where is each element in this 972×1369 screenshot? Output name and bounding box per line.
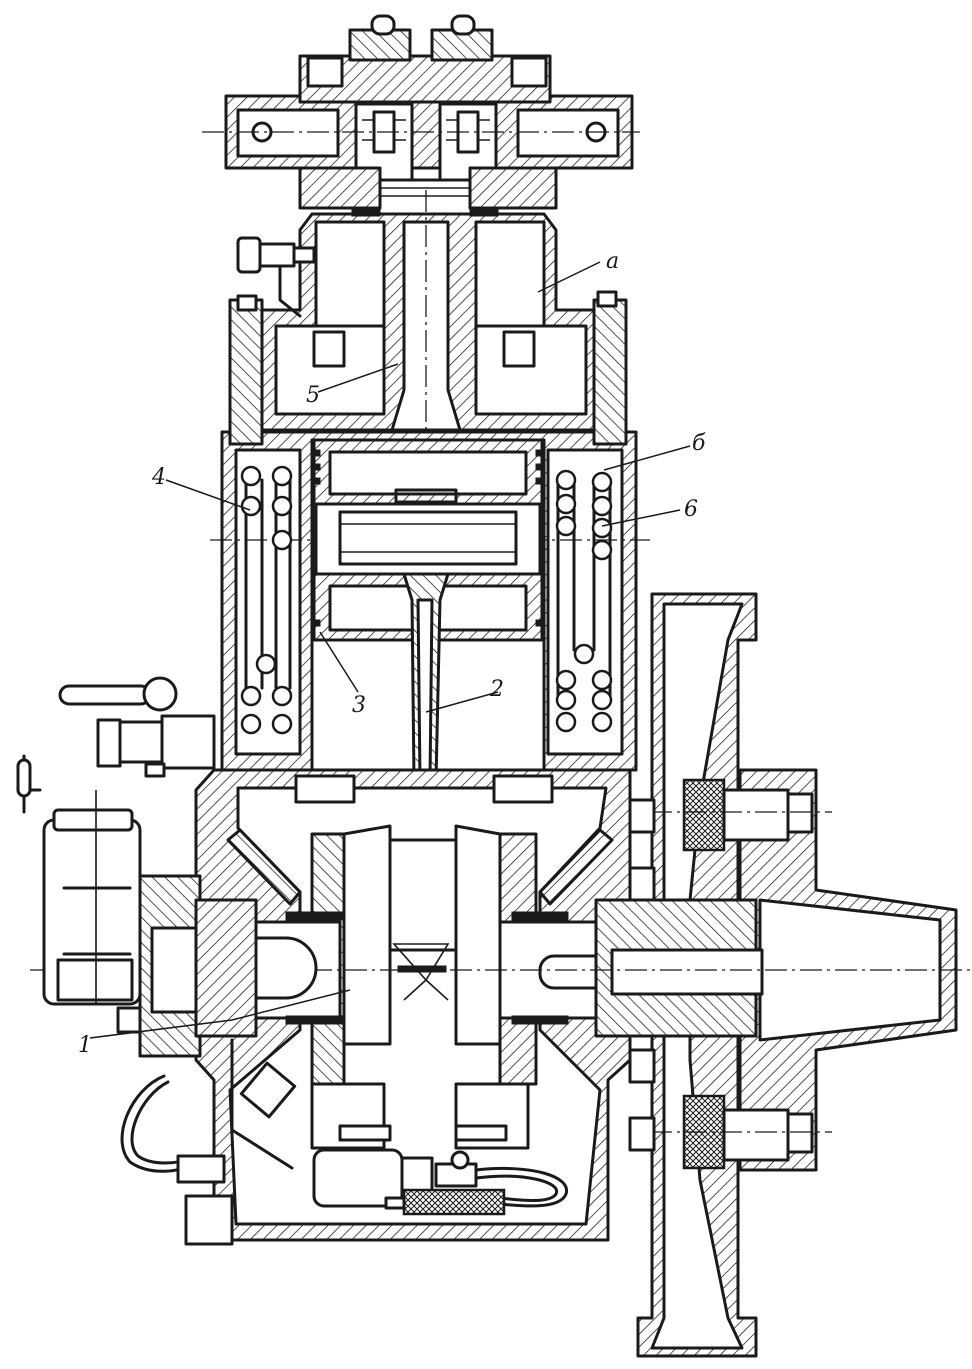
cooling-coil-right: [555, 469, 613, 733]
oil-filter-bottom: [312, 1148, 568, 1216]
oil-fitting-top-left: [236, 236, 316, 318]
label-1: 1: [78, 1033, 92, 1058]
label-3: 3: [352, 693, 366, 718]
label-b: б: [692, 431, 706, 456]
flywheel-pulley: [30, 592, 972, 1358]
drain-valve: [58, 676, 216, 778]
connecting-rod: [402, 572, 450, 822]
flange-bolts: [116, 798, 656, 1152]
piston: [311, 438, 545, 642]
label-5: 5: [306, 383, 320, 408]
label-a: a: [606, 249, 619, 274]
label-6: 6: [684, 497, 698, 522]
cylinder-head: [224, 14, 634, 197]
label-2: 2: [489, 677, 504, 702]
cooling-coil-left: [240, 465, 293, 735]
oil-lines: [120, 1038, 297, 1246]
oil-pump-left: [16, 754, 318, 1058]
callouts: [89, 261, 691, 1039]
label-4: 4: [151, 465, 166, 490]
upper-cylinder-body: [260, 166, 598, 1130]
